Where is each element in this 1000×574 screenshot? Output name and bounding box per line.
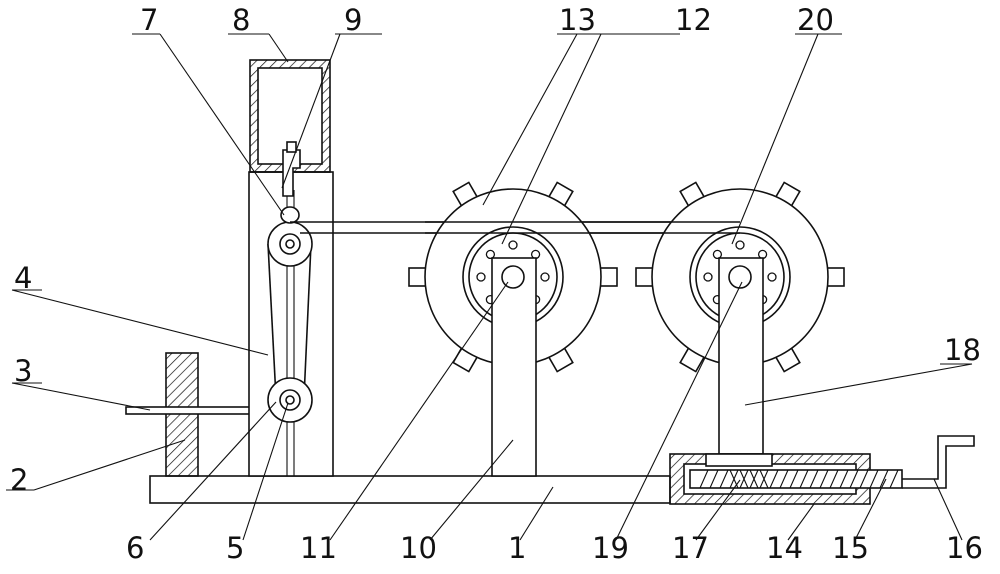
slider-block (705, 453, 773, 467)
hook-bracket (282, 149, 301, 197)
label-13: 13 (559, 3, 596, 37)
label-19: 19 (592, 531, 629, 565)
label-1: 1 (508, 531, 526, 565)
label-15: 15 (832, 531, 869, 565)
label-11: 11 (300, 531, 337, 565)
label-14: 14 (766, 531, 803, 565)
belt-vertical-right (303, 243, 312, 399)
label-18: 18 (944, 333, 981, 367)
hook-tab (286, 141, 297, 153)
label-2: 2 (10, 463, 28, 497)
label-4: 4 (14, 261, 32, 295)
right-shaft (728, 265, 752, 289)
left-support-post (491, 257, 537, 477)
upper-pulley-mount (280, 206, 300, 224)
base-plate (149, 475, 671, 504)
label-8: 8 (232, 3, 250, 37)
label-16: 16 (946, 531, 983, 565)
label-12: 12 (675, 3, 712, 37)
screw-rod (689, 469, 903, 489)
label-17: 17 (672, 531, 709, 565)
label-6: 6 (126, 531, 144, 565)
leader-lines (6, 33, 973, 541)
lower-pulley-axle (285, 395, 295, 405)
label-3: 3 (14, 354, 32, 388)
upper-pulley-axle (285, 239, 295, 249)
label-20: 20 (797, 3, 834, 37)
right-support-post (718, 257, 764, 455)
belt-vertical-left (267, 243, 277, 399)
label-10: 10 (400, 531, 437, 565)
label-7: 7 (140, 3, 158, 37)
label-9: 9 (344, 3, 362, 37)
label-5: 5 (226, 531, 244, 565)
crank-handle (902, 435, 975, 489)
left-shaft (501, 265, 525, 289)
